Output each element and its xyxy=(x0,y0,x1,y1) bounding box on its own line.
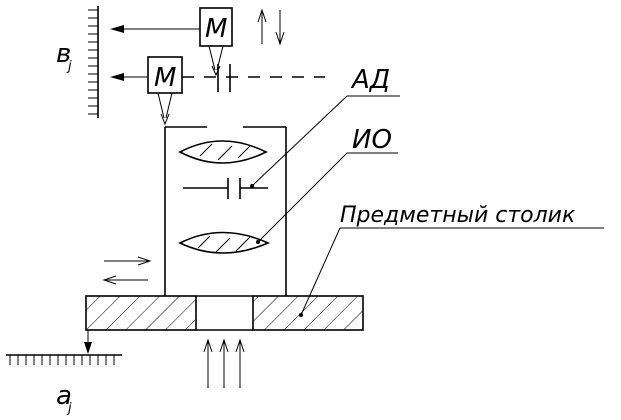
aperture-diaphragm xyxy=(183,178,268,199)
dashed-aperture-line xyxy=(182,64,325,92)
b-subscript: j xyxy=(66,59,72,74)
a-scale xyxy=(6,354,122,365)
a-label: a xyxy=(56,381,72,411)
b-scale xyxy=(88,6,99,118)
arrow-left-motor-to-scale xyxy=(110,73,148,81)
table-leader xyxy=(299,227,604,317)
upper-lens xyxy=(178,140,268,164)
motor-left: M xyxy=(147,56,183,126)
arrow-table-to-scale xyxy=(84,330,92,354)
lower-lens xyxy=(178,231,270,254)
motor-top: M xyxy=(199,7,233,77)
ad-leader xyxy=(250,95,400,188)
object-table xyxy=(85,295,364,331)
microscope-tube xyxy=(164,126,287,296)
motor-top-label: M xyxy=(205,14,227,44)
ad-label: АД xyxy=(350,65,390,95)
arrow-top-motor-to-scale xyxy=(110,25,200,33)
io-label: ИО xyxy=(352,125,392,155)
a-subscript: j xyxy=(66,401,72,416)
b-label: в xyxy=(56,39,71,69)
io-leader xyxy=(256,152,398,244)
table-label: Предметный столик xyxy=(340,203,576,228)
horizontal-arrows xyxy=(102,256,152,285)
up-down-arrows xyxy=(257,8,285,46)
motor-left-label: M xyxy=(154,63,176,93)
light-arrows xyxy=(203,338,245,388)
